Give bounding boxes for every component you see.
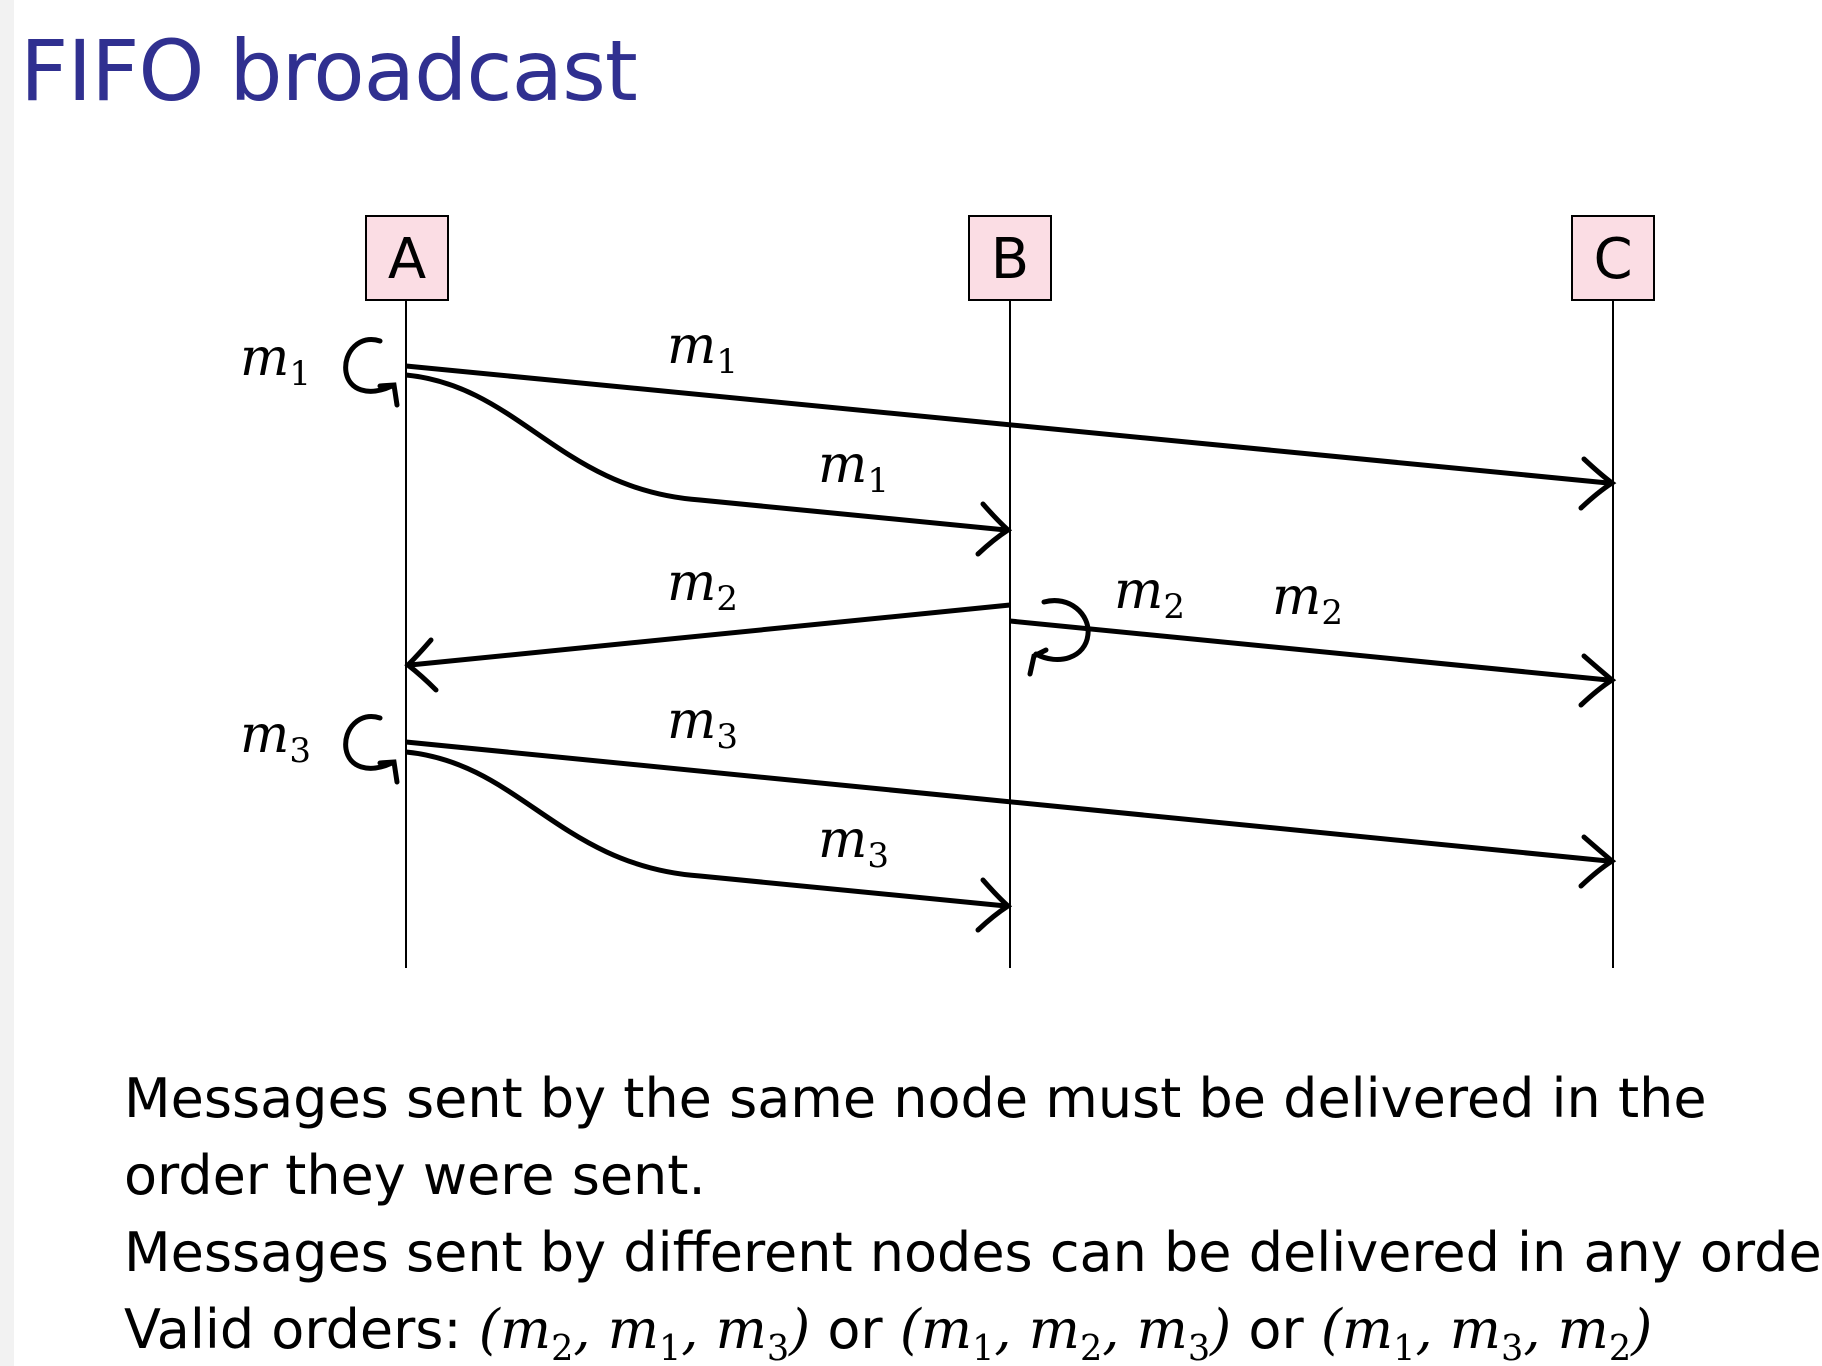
- m2-self-loop: [1027, 598, 1091, 677]
- valid-orders-line: Valid orders: (m2, m1, m3) or (m1, m2, m…: [124, 1291, 1804, 1366]
- valid-orders-prefix: Valid orders:: [124, 1298, 462, 1361]
- node-b: B: [968, 215, 1052, 301]
- m1-to-c-label: m1: [667, 316, 738, 382]
- m1-self-loop: [343, 337, 400, 408]
- slide-title: FIFO broadcast: [20, 22, 638, 120]
- node-a-label: A: [388, 227, 426, 292]
- fifo-rule-line-1: Messages sent by the same node must be d…: [124, 1067, 1707, 1130]
- node-b-label: B: [991, 227, 1029, 292]
- m3-to-b-label: m3: [818, 810, 889, 876]
- node-a: A: [365, 215, 449, 301]
- m3-self-loop: [343, 714, 400, 785]
- valid-order-3: (m1, m3, m2): [1320, 1298, 1653, 1366]
- m3-to-c-label: m3: [667, 691, 738, 757]
- m3-arrowhead-c: [1578, 834, 1617, 889]
- m3-arrow-to-c: [405, 739, 1609, 864]
- m2-to-a-label: m2: [667, 553, 738, 619]
- node-c-label: C: [1593, 227, 1632, 292]
- node-c: C: [1571, 215, 1655, 301]
- m1-arrow-to-c: [405, 363, 1609, 486]
- m2-arrowhead-a: [404, 637, 439, 693]
- valid-order-2: (m1, m2, m3): [899, 1298, 1232, 1366]
- explanation-text: Messages sent by the same node must be d…: [124, 1060, 1822, 1366]
- m2-arrow-to-a: [409, 602, 1011, 668]
- m2-broadcast-label: m2: [1114, 561, 1185, 627]
- m2-to-c-label: m2: [1272, 567, 1343, 633]
- m1-arrowhead-b: [975, 501, 1013, 557]
- valid-order-1: (m2, m1, m3): [478, 1298, 811, 1366]
- m3-arrow-to-b: [405, 749, 1007, 909]
- or-separator-2: or: [1248, 1298, 1304, 1361]
- m1-arrow-to-b: [405, 372, 1007, 533]
- m3-arrowhead-b: [975, 877, 1013, 933]
- m1-arrowhead-c: [1578, 456, 1617, 511]
- slide-left-margin: [0, 0, 14, 1366]
- m2-arrowhead-c: [1578, 653, 1617, 708]
- or-separator-1: or: [827, 1298, 883, 1361]
- m3-broadcast-label: m3: [240, 705, 311, 771]
- fifo-rule-line-2: order they were sent.: [124, 1144, 706, 1207]
- fifo-rule-line-3: Messages sent by different nodes can be …: [124, 1221, 1822, 1284]
- m1-to-b-label: m1: [818, 435, 889, 501]
- m1-broadcast-label: m1: [240, 328, 311, 394]
- m2-arrow-to-c: [1009, 618, 1609, 683]
